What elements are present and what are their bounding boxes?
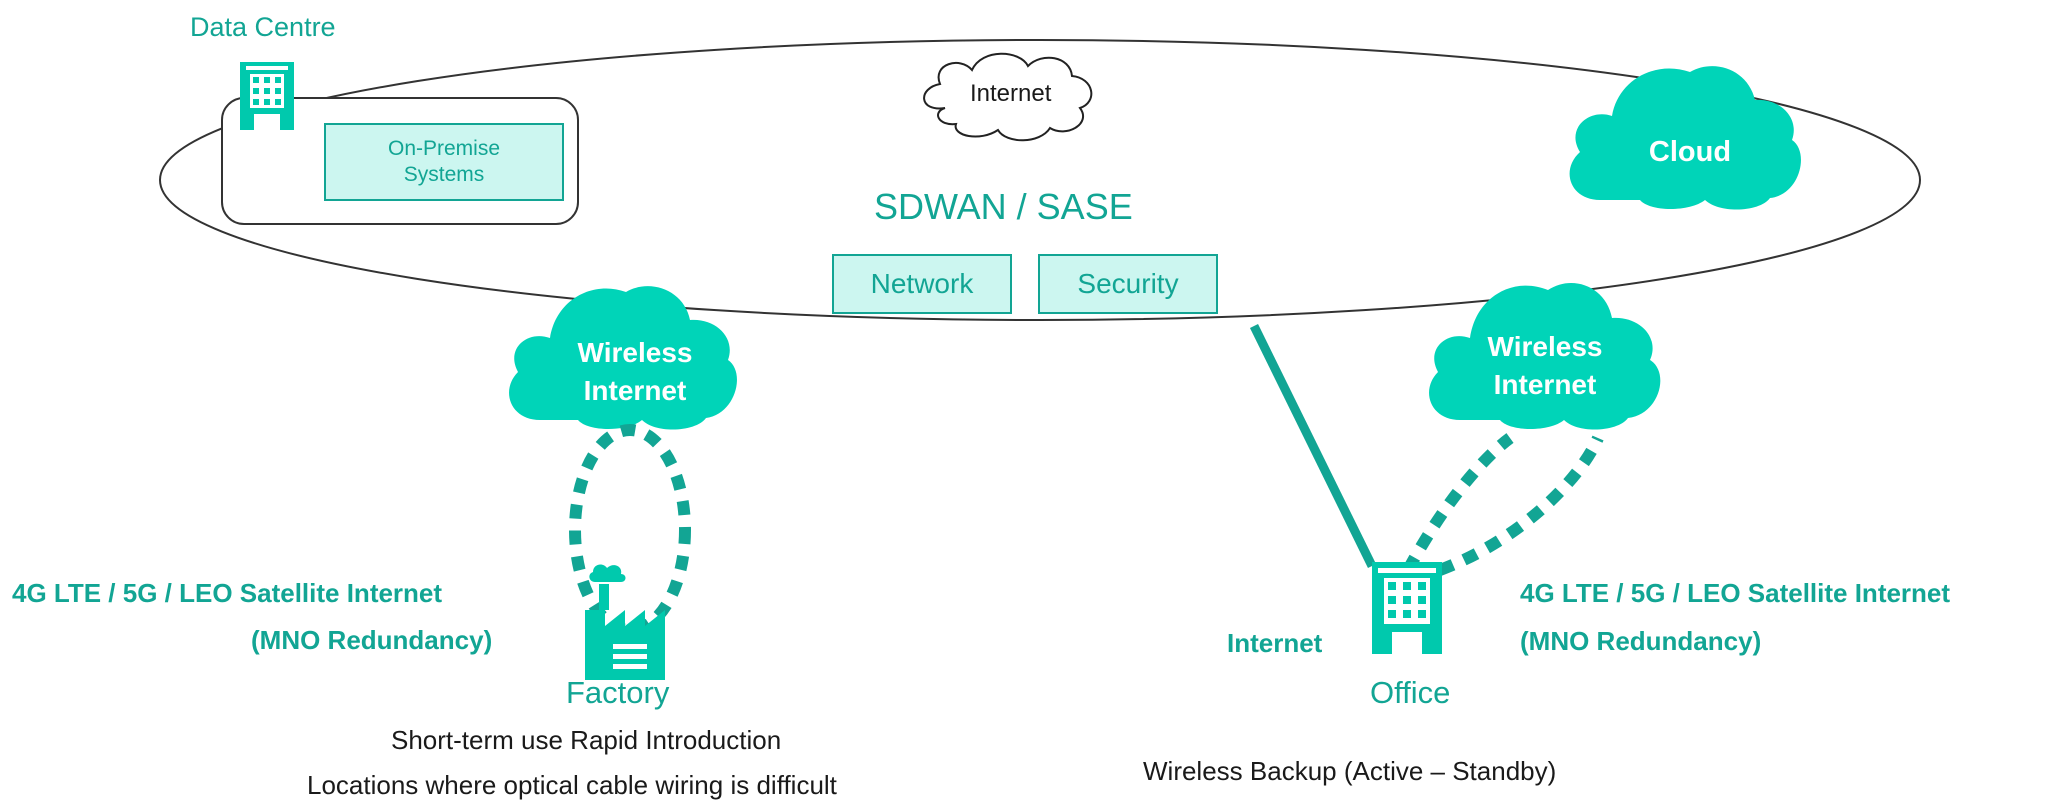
- cloud-label: Cloud: [1648, 136, 1732, 168]
- internet-cloud-icon: [923, 52, 1093, 142]
- sdwan-label: SDWAN / SASE: [874, 186, 1133, 227]
- security-label: Security: [1077, 268, 1179, 299]
- wireless-cloud-left-icon: [509, 286, 737, 430]
- data-centre-building-icon: [240, 62, 294, 130]
- right-connection-label-2: (MNO Redundancy): [1520, 626, 1762, 656]
- office-note: Wireless Backup (Active – Standby): [1143, 756, 1557, 786]
- security-box: [1038, 254, 1218, 314]
- wireless-left-label: Wireless Internet: [577, 337, 693, 406]
- factory-note-2: Locations where optical cable wiring is …: [307, 770, 837, 800]
- cloud-icon: [1569, 66, 1801, 210]
- office-label: Office: [1370, 675, 1451, 710]
- internet-cloud-label: Internet: [970, 80, 1052, 107]
- office-internet-label: Internet: [1227, 628, 1323, 658]
- factory-label: Factory: [566, 675, 670, 710]
- office-building-icon: [1372, 562, 1442, 654]
- left-connection-label-1: 4G LTE / 5G / LEO Satellite Internet: [12, 578, 443, 608]
- wireless-link-left: [569, 424, 691, 636]
- sdwan-ring: [159, 39, 1921, 321]
- data-centre-label: Data Centre: [190, 12, 336, 42]
- wireless-link-right-2: [1437, 435, 1604, 576]
- factory-note-1: Short-term use Rapid Introduction: [391, 725, 782, 755]
- network-label: Network: [870, 268, 974, 299]
- on-premise-box: [324, 123, 564, 201]
- left-connection-label-2: (MNO Redundancy): [251, 625, 493, 655]
- on-premise-label: On-Premise Systems: [387, 137, 501, 186]
- wired-internet-line: [1249, 324, 1377, 568]
- factory-icon: [585, 564, 665, 680]
- network-box: [832, 254, 1012, 314]
- wireless-cloud-right-icon: [1429, 282, 1661, 430]
- wireless-right-label: Wireless Internet: [1487, 331, 1603, 400]
- right-connection-label-1: 4G LTE / 5G / LEO Satellite Internet: [1520, 578, 1951, 608]
